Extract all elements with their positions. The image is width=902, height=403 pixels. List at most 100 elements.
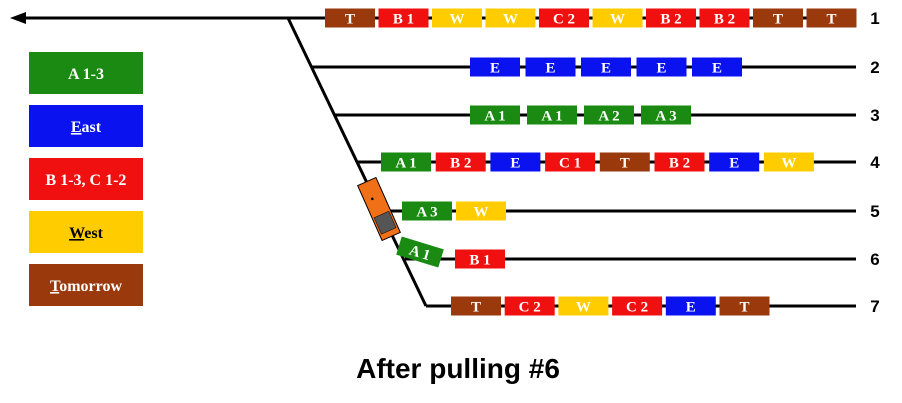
rail-car-body — [558, 296, 609, 316]
rail-car-body — [763, 152, 814, 172]
rail-car-label: E — [545, 61, 555, 77]
legend-swatch — [29, 211, 143, 253]
rail-car: A 1 — [381, 152, 431, 172]
locomotive-light — [370, 197, 374, 201]
locomotive — [357, 176, 401, 242]
rail-car-body — [592, 8, 643, 28]
legend-tomorrow: Tomorrow — [29, 264, 143, 306]
rail-car-label: T — [620, 156, 630, 172]
rail-car: E — [709, 152, 760, 172]
legend-bc: B 1-3, C 1-2 — [29, 158, 143, 200]
rail-car: W — [456, 201, 506, 221]
rail-car: B 2 — [699, 8, 750, 28]
rail-car: A 1 — [527, 105, 577, 125]
rail-car: B 1 — [455, 249, 505, 269]
rail-car: C 2 — [504, 296, 555, 316]
legend-a: A 1-3 — [29, 52, 143, 94]
rail-car-body — [527, 105, 577, 125]
rail-car-label: B 2 — [714, 12, 735, 28]
rail-car-label: E — [656, 61, 666, 77]
rail-car-label: E — [712, 61, 722, 77]
rail-car: E — [692, 57, 742, 77]
rail-car-body — [378, 8, 429, 28]
rail-car-body — [641, 105, 691, 125]
track-number: 1 — [870, 9, 879, 28]
rail-car-body — [325, 8, 375, 28]
rail-car-label: W — [610, 12, 625, 28]
lead-track — [10, 12, 325, 24]
rail-car-body — [709, 152, 760, 172]
rail-car-body — [435, 152, 486, 172]
rail-car: A 3 — [641, 105, 691, 125]
legend-label: West — [69, 225, 103, 242]
track-6: B 1 6 — [405, 249, 880, 269]
rail-car-body — [719, 296, 770, 316]
rail-car-body — [646, 8, 696, 28]
rail-car-label: C 2 — [626, 300, 648, 316]
rail-car: W — [558, 296, 609, 316]
rail-car-body — [470, 57, 520, 77]
track-number: 6 — [870, 250, 879, 269]
rail-car-label: E — [490, 61, 500, 77]
rail-car-body — [456, 201, 506, 221]
legend-east: East — [29, 105, 143, 147]
rail-car-body — [490, 152, 541, 172]
rail-car-label: T — [471, 300, 481, 316]
moving-car-label: A 1 — [407, 243, 432, 265]
legend-label: B 1-3, C 1-2 — [46, 172, 127, 189]
legend-swatch — [29, 52, 143, 94]
legend-west: West — [29, 211, 143, 253]
legend-label: Tomorrow — [50, 278, 122, 295]
rail-car-body — [599, 152, 650, 172]
switch-engine: A 1 — [357, 176, 444, 268]
rail-car-body — [504, 296, 555, 316]
rail-car: T — [806, 8, 857, 28]
rail-car: A 1 — [470, 105, 520, 125]
rail-car-label: E — [601, 61, 611, 77]
ladder-track — [286, 17, 428, 307]
rail-car-body — [806, 8, 857, 28]
rail-car: E — [665, 296, 716, 316]
rail-car: B 2 — [654, 152, 705, 172]
rail-car-label: A 1 — [541, 109, 562, 125]
rail-car: W — [432, 8, 482, 28]
rail-car-body — [525, 57, 576, 77]
rail-car-label: W — [450, 12, 465, 28]
rail-car: B 2 — [646, 8, 696, 28]
rail-car-label: W — [474, 205, 489, 221]
rail-car-label: E — [729, 156, 739, 172]
rail-car-label: W — [503, 12, 518, 28]
rail-car-body — [381, 152, 431, 172]
rail-car: W — [485, 8, 536, 28]
rail-car-label: B 2 — [669, 156, 690, 172]
moving-car: A 1 — [396, 236, 444, 268]
rail-car-label: A 3 — [416, 205, 437, 221]
rail-car: W — [763, 152, 814, 172]
locomotive-cab — [373, 210, 397, 235]
rail-car-label: T — [345, 12, 355, 28]
rail-car-label: B 1 — [393, 12, 414, 28]
rail-car-label: W — [781, 156, 796, 172]
rail-car-body — [402, 201, 452, 221]
rail-car-label: C 2 — [519, 300, 541, 316]
rail-car-label: B 2 — [660, 12, 681, 28]
rail-car-label: T — [739, 300, 749, 316]
rail-car: T — [753, 8, 803, 28]
rail-car: C 1 — [545, 152, 596, 172]
track-number: 7 — [870, 297, 879, 316]
track-number: 4 — [870, 153, 880, 172]
rail-car: T — [325, 8, 375, 28]
rail-car-label: B 1 — [469, 253, 490, 269]
track-7: T C 2 W C 2 E T 7 — [426, 296, 880, 316]
rail-car-body — [539, 8, 589, 28]
rail-car-body — [432, 8, 482, 28]
rail-car-label: C 2 — [553, 12, 575, 28]
rail-car-label: C 1 — [559, 156, 581, 172]
